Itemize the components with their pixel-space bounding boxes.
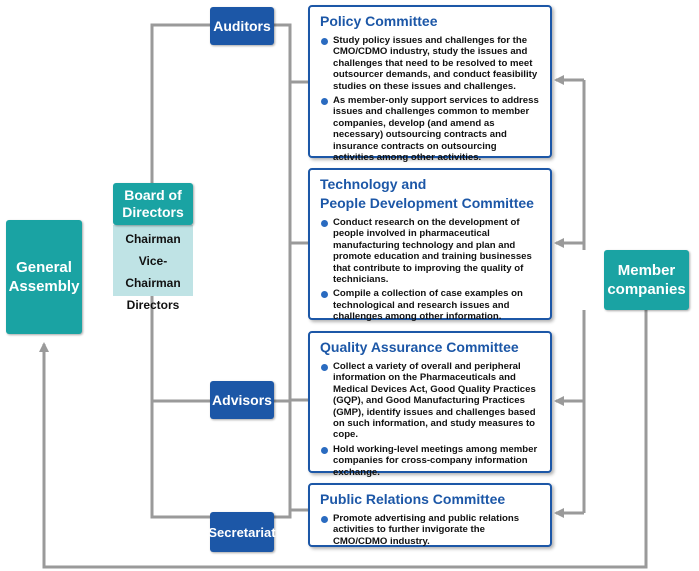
board-members-box: Chairman Vice-Chairman Directors xyxy=(113,225,193,312)
board-to-auditors-line xyxy=(150,23,210,183)
committee-spine-line xyxy=(274,23,292,519)
secretariat-label: Secretariat xyxy=(208,524,276,540)
committee-item: Collect a variety of overall and periphe… xyxy=(320,361,540,441)
committee-item: Study policy issues and challenges for t… xyxy=(320,35,540,92)
quality-assurance-committee-box: Quality Assurance Committee Collect a va… xyxy=(308,331,552,478)
auditors-box: Auditors xyxy=(210,7,274,45)
committee-title: Policy Committee xyxy=(320,13,438,29)
committee-title: Quality Assurance Committee xyxy=(320,339,519,355)
committee-item: Hold working-level meetings among member… xyxy=(320,444,540,478)
board-label-2: Directors xyxy=(122,204,184,220)
board-of-directors-box: Board of Directors xyxy=(113,183,193,225)
member-companies-label-1: Member xyxy=(617,262,676,279)
secretariat-box: Secretariat xyxy=(208,512,276,552)
committee-item: Compile a collection of case examples on… xyxy=(320,288,540,322)
committee-title-line-2: People Development Committee xyxy=(320,195,534,211)
committee-item: Promote advertising and public relations… xyxy=(320,513,540,547)
general-assembly-label-2: Assembly xyxy=(8,278,80,295)
assembly-loop-line xyxy=(42,310,648,569)
board-to-secretariat-line xyxy=(150,296,210,519)
policy-committee-box: Policy Committee Study policy issues and… xyxy=(308,5,552,163)
technology-committee-box: Technology and People Development Commit… xyxy=(308,168,552,322)
board-member-directors: Directors xyxy=(126,298,180,312)
committee-item: Conduct research on the development of p… xyxy=(320,217,540,285)
public-relations-committee-box: Public Relations Committee Promote adver… xyxy=(308,483,552,547)
member-companies-label-2: companies xyxy=(607,281,686,298)
board-member-chairman: Chairman xyxy=(125,232,181,246)
committee-title: Technology and People Development Commit… xyxy=(320,175,540,213)
general-assembly-box: General Assembly xyxy=(6,220,82,334)
advisors-label: Advisors xyxy=(212,392,272,408)
committee-title-line-1: Technology and xyxy=(320,176,427,192)
general-assembly-label-1: General xyxy=(16,259,72,276)
advisors-box: Advisors xyxy=(210,381,274,419)
member-companies-box: Member companies xyxy=(604,250,689,310)
board-label-1: Board of xyxy=(124,187,182,203)
committee-item: As member-only support services to addre… xyxy=(320,95,540,163)
committee-title: Public Relations Committee xyxy=(320,491,506,507)
board-member-vice-chairman: Vice-Chairman xyxy=(125,254,181,290)
auditors-label: Auditors xyxy=(213,18,271,34)
